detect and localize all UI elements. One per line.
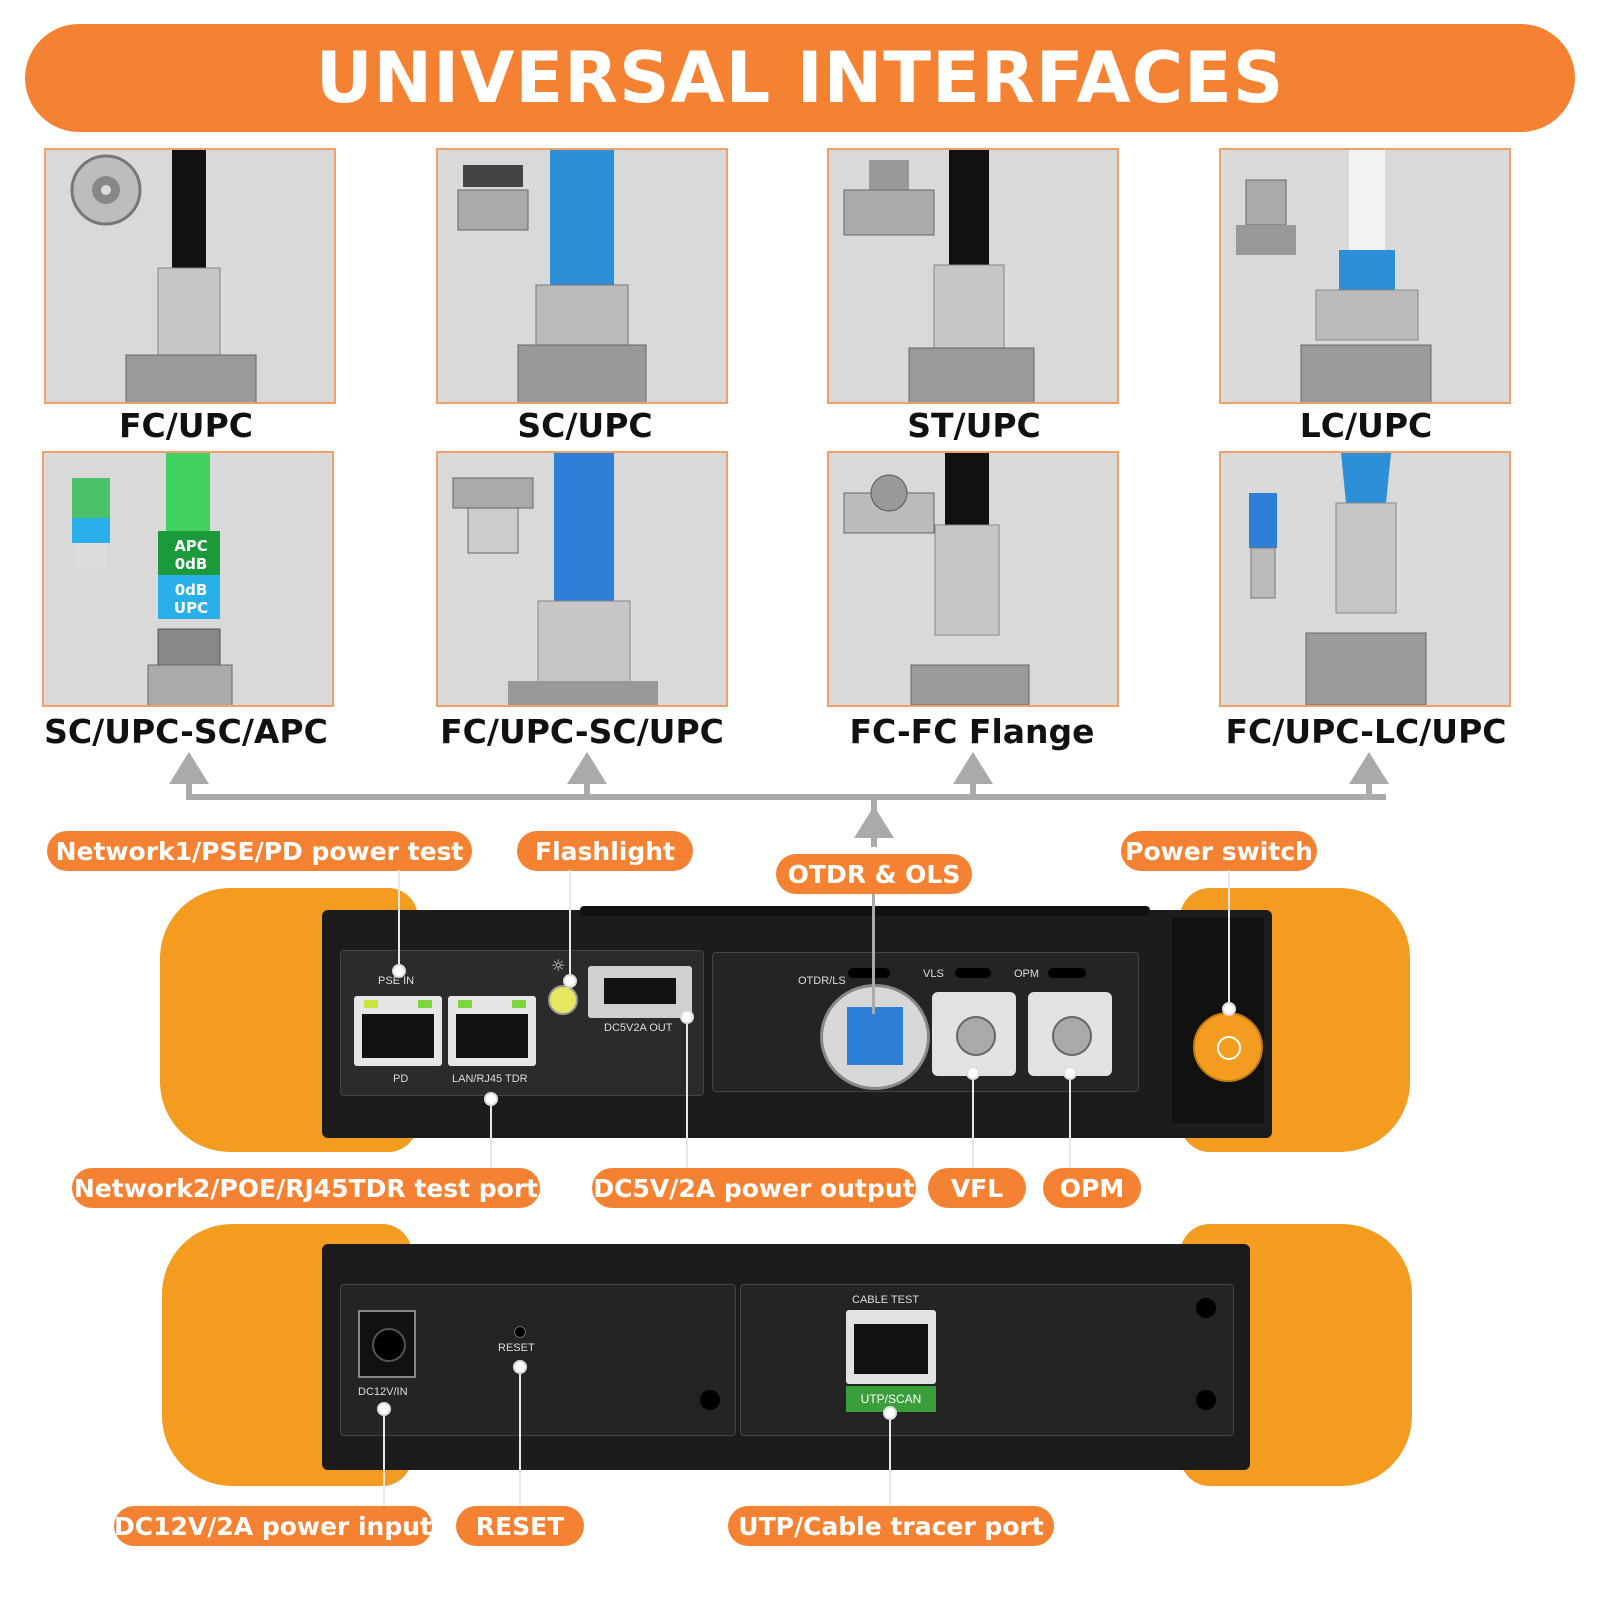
callout-network2: Network2/POE/RJ45TDR test port [72,1168,540,1208]
leader-network2 [490,1100,492,1168]
reset-hole[interactable] [514,1326,526,1338]
usb-port[interactable] [588,966,692,1018]
connector-label-fc-upc-sc-upc: FC/UPC-SC/UPC [440,712,724,751]
fc-sc-adapter-illustration [452,453,658,705]
dc-out-label: DC5V2A OUT [604,1022,673,1034]
marker-flashlight [563,974,577,988]
dc-in-label: DC12V/IN [358,1386,408,1398]
marker-reset [513,1360,527,1374]
marker-dc5v [680,1010,694,1024]
callout-dc12v: DC12V/2A power input [114,1506,432,1546]
callout-vfl: VFL [928,1168,1026,1208]
connector-image-fc-upc-sc-upc [436,451,728,707]
marker-power [1222,1002,1236,1016]
otdr-led [848,968,890,978]
connector-image-fc-upc [44,148,336,404]
callout-reset: RESET [456,1506,584,1546]
opm-led [1048,968,1086,978]
leader-dc5v [686,1018,688,1168]
marker-opm [1063,1066,1077,1080]
dc-jack[interactable] [358,1310,416,1378]
pse-in-label: PSE IN [378,975,415,987]
leader-dc12v [383,1410,385,1506]
callout-network1: Network1/PSE/PD power test [47,831,472,871]
fc-lc-adapter-illustration [1249,453,1427,705]
callout-utp: UTP/Cable tracer port [728,1506,1054,1546]
power-icon [1217,1036,1241,1060]
connector-image-st-upc [827,148,1119,404]
screw-hole-top [1196,1298,1216,1318]
leader-opm [1069,1076,1071,1168]
title-banner: UNIVERSAL INTERFACES [25,24,1575,132]
power-button[interactable] [1193,1012,1263,1082]
fc-upc-illustration [70,150,257,402]
connector-label-lc-upc: LC/UPC [1299,406,1433,445]
cable-test-label: CABLE TEST [852,1294,920,1306]
sc-apc-adapter-illustration: APC 0dB 0dB UPC [72,453,233,705]
bulb-icon: ☼ [551,956,566,975]
leader-reset [519,1366,521,1506]
vfl-port[interactable] [932,992,1016,1076]
screw-hole [700,1390,720,1410]
page-title: UNIVERSAL INTERFACES [315,37,1285,119]
lc-upc-illustration [1236,150,1432,402]
screw-hole-bottom [1196,1390,1216,1410]
otdr-ls-label: OTDR/LS [798,975,846,987]
rj45-port-lan[interactable] [448,996,536,1066]
leader-flashlight [569,870,571,980]
flashlight-led [548,985,578,1015]
pd-label: PD [393,1073,409,1085]
fc-flange-illustration [843,453,1030,705]
connector-label-sc-upc: SC/UPC [517,406,653,445]
callout-flashlight: Flashlight [517,831,693,871]
marker-utp [883,1406,897,1420]
connector-label-fc-upc: FC/UPC [118,406,253,445]
adapter-bottom-value: 0dB [175,581,208,599]
otdr-port[interactable] [820,984,930,1090]
leader-network1 [398,870,400,970]
marker-dc12v [377,1402,391,1416]
adapter-top-value: 0dB [175,555,208,573]
leader-utp [889,1412,891,1506]
st-upc-illustration [843,150,1035,402]
connector-tree-lines [169,752,1389,847]
callout-otdr-ols: OTDR & OLS [776,854,972,894]
vls-label: VLS [923,968,944,980]
vls-led [955,968,991,978]
leader-power [1228,870,1230,1010]
connector-label-fc-upc-lc-upc: FC/UPC-LC/UPC [1225,712,1507,751]
marker-pse [392,964,406,978]
connector-image-fc-fc-flange [827,451,1119,707]
adapter-bottom-text: UPC [174,599,208,617]
lan-label: LAN/RJ45 TDR [452,1073,528,1085]
adapter-top-text: APC [174,537,208,555]
device-top-ridge [580,906,1150,916]
callout-dc5v: DC5V/2A power output [592,1168,916,1208]
reset-device-label: RESET [498,1342,535,1354]
opm-port-label: OPM [1014,968,1040,980]
bottom-panel-right [740,1284,1234,1436]
leader-otdr [872,894,875,1014]
connector-image-sc-upc [436,148,728,404]
sc-upc-illustration [457,150,647,402]
callout-power-switch: Power switch [1121,831,1317,871]
marker-lan [484,1092,498,1106]
connector-label-fc-fc-flange: FC-FC Flange [849,712,1095,751]
opm-port[interactable] [1028,992,1112,1076]
connector-image-sc-upc-sc-apc: APC 0dB 0dB UPC [42,451,334,707]
connector-image-lc-upc [1219,148,1511,404]
rj45-port-pd[interactable] [354,996,442,1066]
leader-vfl [972,1076,974,1168]
connector-label-sc-upc-sc-apc: SC/UPC-SC/APC [44,712,328,751]
callout-opm: OPM [1043,1168,1141,1208]
connector-image-fc-upc-lc-upc [1219,451,1511,707]
marker-vfl [966,1066,980,1080]
connector-label-st-upc: ST/UPC [907,406,1041,445]
utp-port[interactable] [846,1310,936,1384]
